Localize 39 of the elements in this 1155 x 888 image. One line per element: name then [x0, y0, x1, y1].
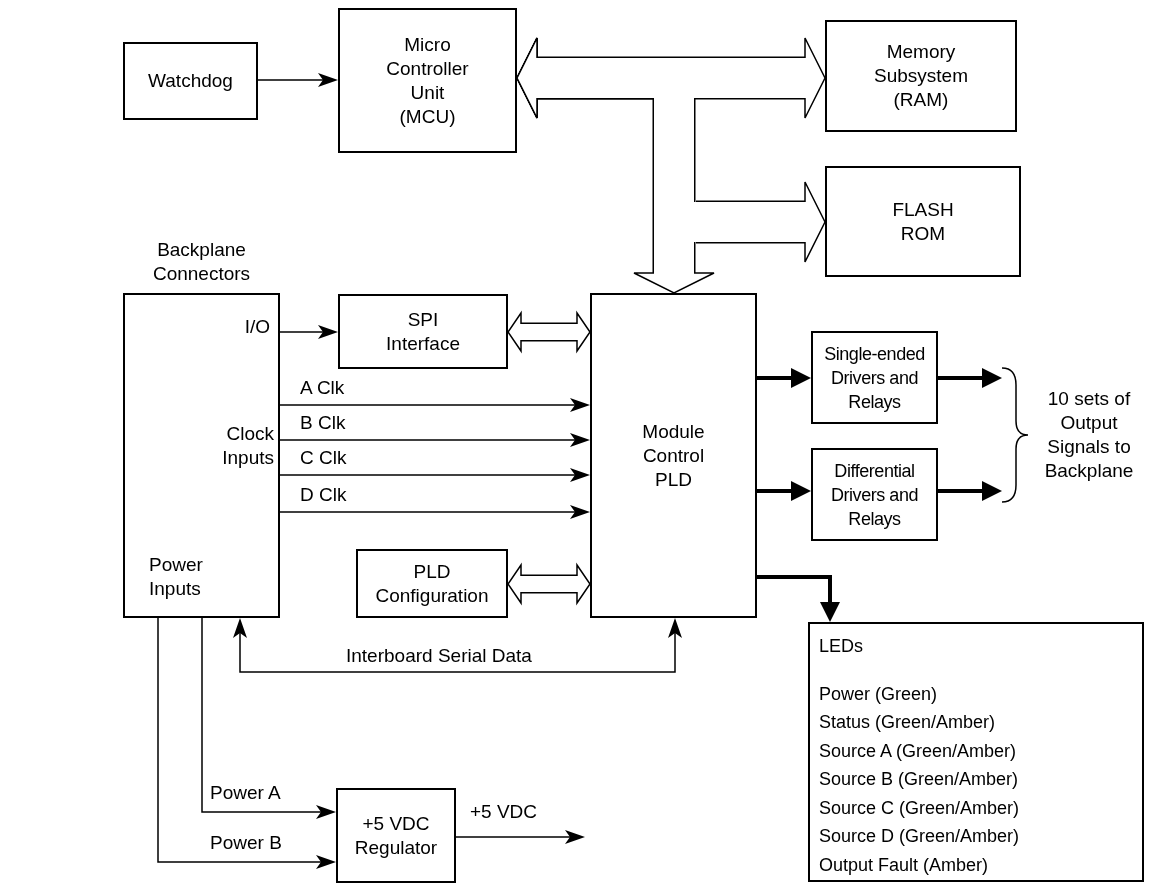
arrow [279, 325, 338, 339]
output-note: 10 sets of Output Signals to Backplane [1043, 387, 1135, 483]
list-item: Power (Green) [819, 683, 938, 704]
block-box: Differential Drivers and Relays [811, 448, 938, 541]
list-item: Source C (Green/Amber) [819, 797, 1020, 818]
arrow [757, 368, 811, 388]
led-list-box [808, 622, 1144, 882]
block-box: Micro Controller Unit (MCU) [338, 8, 517, 153]
arrow [279, 468, 590, 482]
arrow [757, 481, 811, 501]
block-box: Module Control PLD [590, 293, 757, 618]
port-label: I/O [243, 315, 270, 339]
list-item: Source B (Green/Amber) [819, 769, 1019, 789]
arrow [938, 481, 1002, 501]
block-box: Watchdog [123, 42, 258, 120]
heading: Backplane Connectors [151, 238, 252, 286]
block-box: SPI Interface [338, 294, 508, 369]
block-box: PLD Configuration [356, 549, 508, 618]
arrow [279, 433, 590, 447]
heading: LEDs [819, 636, 863, 656]
arrow [279, 505, 590, 519]
port-label: Clock Inputs [221, 422, 274, 470]
list-item: Status (Green/Amber) [819, 712, 996, 732]
arrow [233, 618, 682, 673]
arrow [757, 575, 840, 622]
arrow [257, 73, 338, 87]
block-box: Memory Subsystem (RAM) [825, 20, 1017, 132]
arrow [938, 368, 1002, 388]
list-item: Source A (Green/Amber) [819, 740, 1017, 761]
list-item: Output Fault (Amber) [819, 854, 989, 875]
list-item: Source D (Green/Amber) [819, 826, 1020, 846]
block-box: Single-ended Drivers and Relays [811, 331, 938, 424]
arrow [279, 398, 590, 412]
arrow [157, 617, 336, 869]
arrow [201, 617, 336, 819]
port-label: Power Inputs [149, 553, 204, 601]
arrow [455, 830, 585, 844]
block-box: +5 VDC Regulator [336, 788, 456, 883]
block-box: FLASH ROM [825, 166, 1021, 277]
